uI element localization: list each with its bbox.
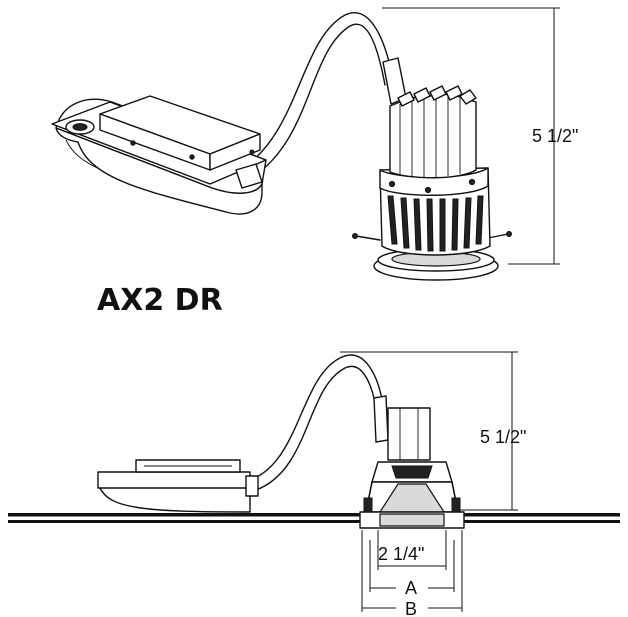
- downlight-section: [359, 407, 465, 529]
- width-dimensions: [361, 530, 463, 612]
- section-height-label: 5 1/2": [480, 427, 526, 447]
- driver-box-side: [97, 459, 259, 513]
- top-height-dimension: [382, 7, 560, 265]
- downlight-module: [352, 85, 512, 281]
- top-height-label: 5 1/2": [532, 126, 578, 146]
- flex-conduit: [242, 12, 407, 179]
- section-height-dimension: [340, 351, 518, 511]
- product-title: AX2 DR: [97, 283, 223, 318]
- aperture-label: 2 1/4": [378, 544, 424, 564]
- heat-sink-fins: [387, 195, 484, 252]
- section-view: [8, 351, 620, 612]
- dimension-b-label: B: [405, 599, 417, 617]
- ceiling-plane: [8, 513, 620, 523]
- perspective-view: [51, 7, 560, 281]
- dimension-a-label: A: [405, 578, 417, 598]
- driver-box: [51, 95, 267, 215]
